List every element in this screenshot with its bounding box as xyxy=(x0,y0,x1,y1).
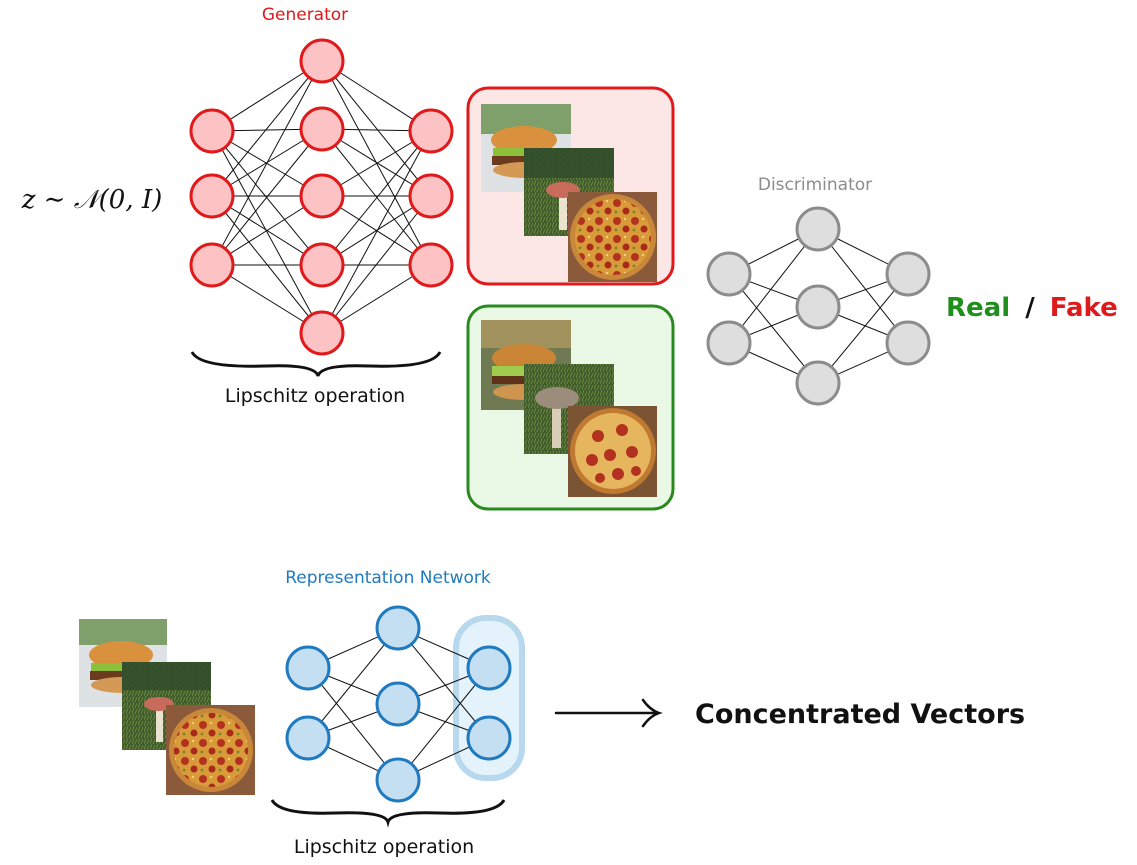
generator-title: Generator xyxy=(262,5,348,25)
neuron-node xyxy=(408,242,454,288)
neuron-node xyxy=(706,251,752,297)
verdict-fake: Fake xyxy=(1050,293,1118,323)
output-arrow xyxy=(554,698,663,728)
connection-line xyxy=(211,60,323,266)
real-samples-stack xyxy=(481,320,657,497)
neuron-node xyxy=(885,320,931,366)
representation-title: Representation Network xyxy=(285,568,491,588)
neuron-node xyxy=(299,310,345,356)
connection-line xyxy=(397,667,490,781)
neuron-node xyxy=(795,284,841,330)
representation-brace xyxy=(270,799,506,828)
verdict-real: Real xyxy=(946,293,1010,323)
connection-line xyxy=(321,60,432,197)
neuron-node xyxy=(375,757,421,803)
connection-line xyxy=(817,228,909,344)
pizza-image xyxy=(568,192,657,282)
discriminator-network xyxy=(706,206,931,406)
generator-caption: Lipschitz operation xyxy=(225,385,405,407)
neuron-node xyxy=(299,106,345,152)
output-label: Concentrated Vectors xyxy=(695,699,1025,730)
verdict-separator: / xyxy=(1025,293,1035,323)
connection-line xyxy=(728,273,819,384)
connection-line xyxy=(321,130,432,334)
connection-line xyxy=(211,128,323,266)
neuron-node xyxy=(408,173,454,219)
neuron-node xyxy=(885,251,931,297)
pizza-image xyxy=(568,406,657,497)
generator-network xyxy=(189,38,454,356)
generated-samples-stack xyxy=(481,104,657,282)
representation-caption: Lipschitz operation xyxy=(294,836,474,858)
connection-line xyxy=(397,627,490,739)
neuron-node xyxy=(285,645,331,691)
connection-line xyxy=(211,130,323,334)
neuron-node xyxy=(299,38,345,84)
discriminator-title: Discriminator xyxy=(758,175,872,195)
connection-line xyxy=(728,228,819,344)
neuron-node xyxy=(466,645,512,691)
connection-line xyxy=(307,667,399,781)
pizza-image xyxy=(166,705,255,795)
latent-variable: z ∼ 𝒩(0, I) xyxy=(21,185,163,215)
neuron-node xyxy=(285,715,331,761)
neuron-node xyxy=(189,108,235,154)
neuron-node xyxy=(795,360,841,406)
neuron-node xyxy=(299,173,345,219)
input-images-stack xyxy=(79,619,255,795)
connection-line xyxy=(321,195,432,334)
neuron-node xyxy=(189,173,235,219)
representation-network xyxy=(285,605,512,803)
neuron-node xyxy=(706,320,752,366)
connection-line xyxy=(817,273,909,384)
neuron-node xyxy=(795,206,841,252)
neuron-node xyxy=(375,605,421,651)
neuron-node xyxy=(408,108,454,154)
connection-line xyxy=(307,627,399,739)
neuron-node xyxy=(375,681,421,727)
connection-line xyxy=(321,130,432,266)
generator-brace xyxy=(190,351,442,377)
verdict-label: Real / Fake xyxy=(946,293,1118,323)
neuron-node xyxy=(466,715,512,761)
connection-line xyxy=(211,130,323,266)
connection-line xyxy=(211,60,323,197)
neuron-node xyxy=(299,242,345,288)
neuron-node xyxy=(189,242,235,288)
connection-line xyxy=(321,128,432,266)
